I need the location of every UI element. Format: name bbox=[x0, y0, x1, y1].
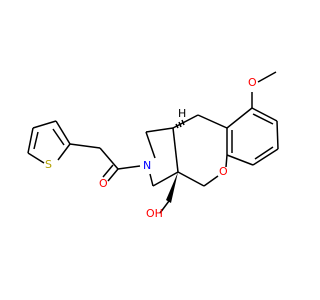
chemical-structure: O S N O O OH H bbox=[27, 71, 279, 220]
bond-carbonyl-to-nitrogen bbox=[117, 165, 141, 170]
bond-benz-double-c bbox=[252, 113, 274, 125]
bond-carbonyl-oxygen-a bbox=[107, 168, 119, 182]
chromane-oxygen-label: O bbox=[219, 165, 228, 178]
bond-o5-c5a bbox=[225, 154, 228, 168]
bond-thiophene-c3-c2 bbox=[27, 127, 34, 154]
pyrrolidine-ring bbox=[145, 127, 179, 187]
bond-c1-c9b bbox=[145, 127, 174, 133]
structure-canvas: O S N O O OH H bbox=[27, 71, 279, 220]
bond-thiophene-c2-c1 bbox=[32, 120, 57, 129]
stereo-hydrogen-label: H bbox=[178, 107, 186, 120]
bond-ch2-to-oh bbox=[159, 200, 170, 214]
bond-c3-n bbox=[149, 173, 154, 187]
bond-ch2-to-carbonyl bbox=[99, 147, 119, 170]
bond-benz-6-7 bbox=[251, 107, 278, 122]
methoxy-oxygen-label: O bbox=[248, 76, 257, 89]
bond-thiophene-s-c4 bbox=[27, 152, 45, 164]
hydroxyl-label: OH bbox=[146, 207, 163, 220]
chromane-ring bbox=[172, 114, 228, 187]
bond-c3a-c4 bbox=[177, 171, 205, 187]
bond-benz-4-5 bbox=[252, 148, 279, 166]
bond-methoxy-o-to-ch3 bbox=[257, 71, 277, 83]
bond-n-c1 bbox=[145, 131, 156, 159]
bond-thiophene-c3-c2-double bbox=[33, 131, 39, 150]
benzene-ring bbox=[197, 107, 279, 166]
bond-benz-5-6 bbox=[276, 120, 279, 150]
bond-c9b-c3a bbox=[172, 127, 179, 173]
bond-c3a-c3 bbox=[152, 171, 179, 187]
bond-benz-double-b bbox=[254, 146, 274, 160]
bond-carbonyl-oxygen-b bbox=[102, 164, 114, 178]
bond-thiophene-c5-s bbox=[57, 143, 71, 161]
pyrrolidine-nitrogen-label: N bbox=[143, 159, 151, 172]
thiophene-ring bbox=[27, 120, 71, 164]
bond-c9b-c9a bbox=[172, 114, 199, 129]
thiophene-sulfur-label: S bbox=[45, 158, 52, 171]
bond-thiophene-c1-c5-double bbox=[52, 128, 65, 146]
ketone-oxygen-label: O bbox=[99, 177, 108, 190]
bond-thiophene-to-ch2 bbox=[69, 143, 101, 149]
wedge-bond-ch2oh bbox=[166, 172, 178, 203]
bond-benz-3-4 bbox=[226, 154, 254, 166]
bond-benz-7-2 bbox=[226, 107, 253, 129]
bond-benz-1-2 bbox=[197, 114, 228, 129]
bond-thiophene-c1-c5 bbox=[55, 120, 71, 145]
bond-c4-o5 bbox=[203, 175, 219, 187]
